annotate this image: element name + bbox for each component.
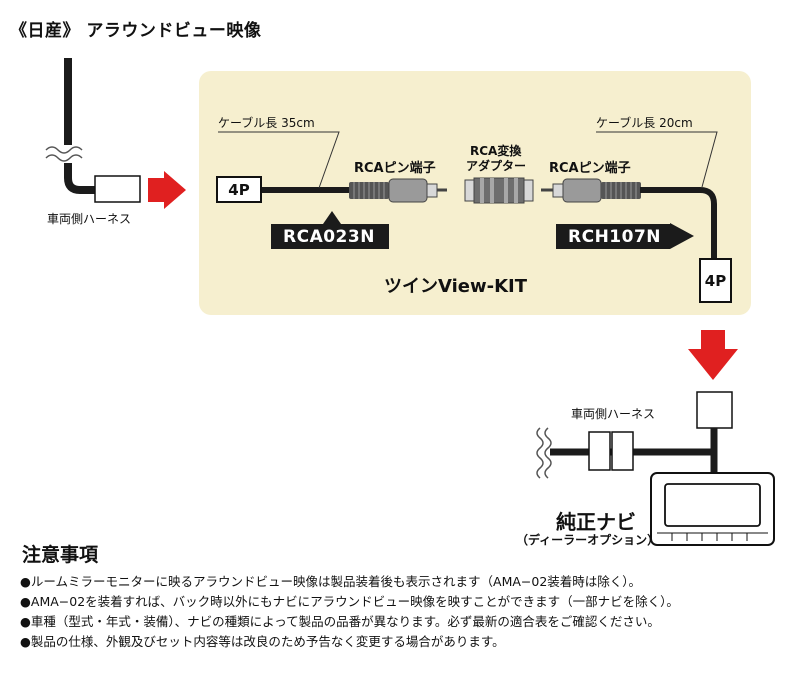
right-harness-label: 車両側ハーネス bbox=[571, 407, 656, 421]
notes-list: ●ルームミラーモニターに映るアラウンドビュー映像は製品装着後も表示されます（AM… bbox=[20, 572, 679, 652]
adapter-label-line2: アダプター bbox=[466, 159, 527, 173]
note-item: ●車種（型式・年式・装備）、ナビの種類によって製品の品番が異なります。必ず最新の… bbox=[20, 614, 660, 629]
rca-plug-left-label: RCAピン端子 bbox=[354, 161, 436, 176]
navi-unit bbox=[650, 472, 775, 546]
left-harness-label: 車両側ハーネス bbox=[47, 212, 132, 226]
note-item: ●AMA−02を装着すれば、バック時以外にもナビにアラウンドビュー映像を映すこと… bbox=[20, 594, 679, 609]
left-vehicle-harness bbox=[45, 58, 141, 203]
cable-length-left-label: ケーブル長 35cm bbox=[218, 116, 315, 130]
rca-adapter bbox=[464, 177, 534, 204]
right-vehicle-harness bbox=[536, 391, 733, 479]
page-title: 《日産》 アラウンドビュー映像 bbox=[10, 21, 262, 41]
part-tag-rca023n: RCA023N bbox=[271, 224, 389, 249]
notes-heading: 注意事項 bbox=[22, 544, 99, 566]
connector-4p-right: 4P bbox=[699, 258, 732, 303]
navi-sublabel: （ディーラーオプション） bbox=[516, 533, 660, 547]
adapter-label-line1: RCA変換 bbox=[470, 144, 522, 158]
connector-4p-left: 4P bbox=[216, 176, 262, 203]
rca-plug-right bbox=[541, 178, 641, 203]
rca-plug-right-label: RCAピン端子 bbox=[549, 161, 631, 176]
kit-name: ツインView-KIT bbox=[384, 276, 528, 297]
navi-label: 純正ナビ bbox=[556, 510, 636, 534]
rca-plug-left bbox=[349, 178, 447, 203]
down-arrow-icon bbox=[688, 330, 738, 380]
right-arrow-icon bbox=[148, 171, 186, 209]
part-tag-rch107n: RCH107N bbox=[556, 224, 670, 249]
cable-length-right-label: ケーブル長 20cm bbox=[596, 116, 693, 130]
note-item: ●ルームミラーモニターに映るアラウンドビュー映像は製品装着後も表示されます（AM… bbox=[20, 574, 642, 589]
note-item: ●製品の仕様、外観及びセット内容等は改良のため予告なく変更する場合があります。 bbox=[20, 634, 505, 649]
